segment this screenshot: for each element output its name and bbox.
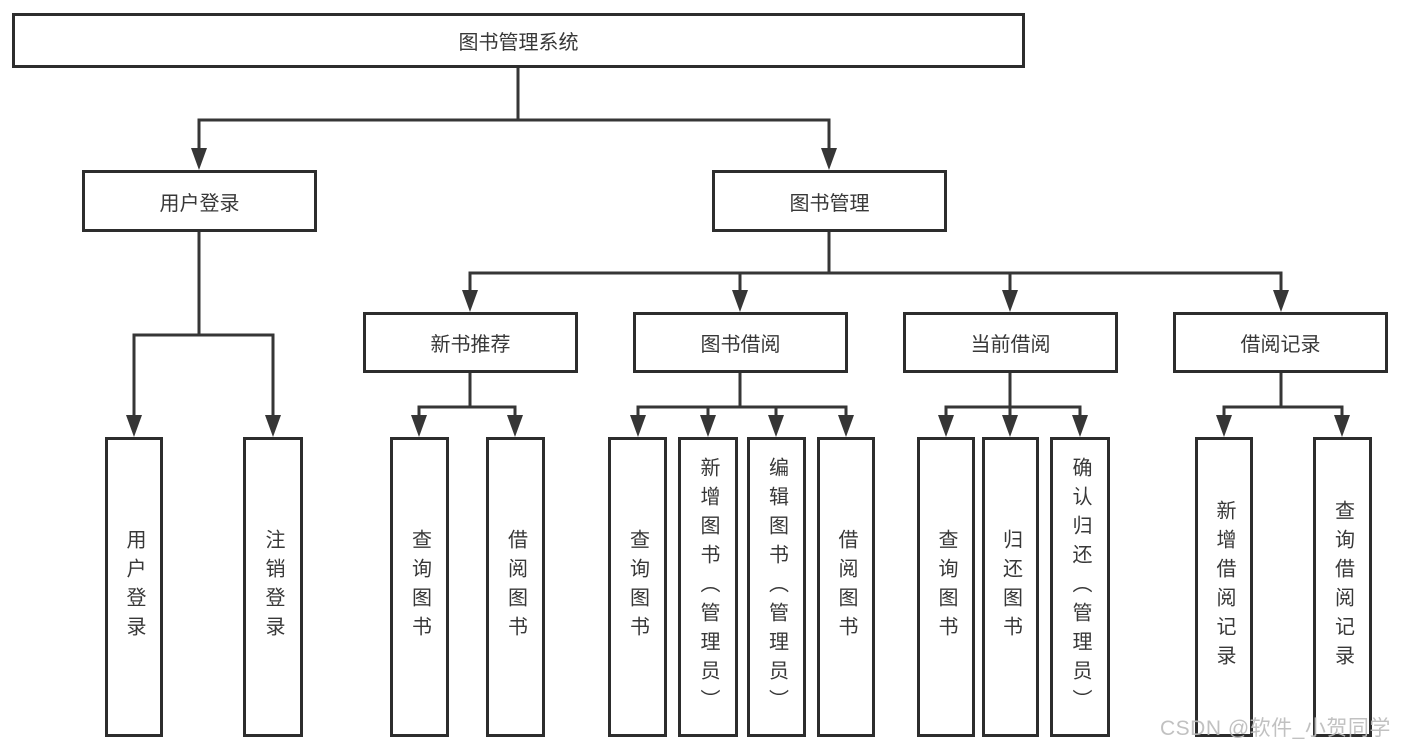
node-label: 归还图书 (999, 529, 1022, 645)
node-label: 确认归还（管理员） (1069, 456, 1091, 718)
node-user-login-branch: 用户登录 (82, 170, 317, 232)
connector-user-login-branch (132, 232, 275, 417)
node-new-book-recommendation: 新书推荐 (363, 312, 578, 373)
leaf-return-books: 归还图书 (982, 437, 1039, 737)
arrowheads-new-book-rec (411, 415, 523, 437)
leaf-query-borrowing-record: 查询借阅记录 (1313, 437, 1372, 737)
connector-root-to-level2 (197, 68, 831, 152)
connector-current-borrow (944, 373, 1082, 419)
node-book-management-branch: 图书管理 (712, 170, 947, 232)
node-library-management-system: 图书管理系统 (12, 13, 1025, 68)
connector-book-mgmt-to-groups (468, 232, 1283, 292)
node-label: 注销登录 (262, 529, 284, 645)
node-label: 当前借阅 (970, 334, 1051, 356)
node-label: 借阅记录 (1240, 334, 1321, 356)
arrowheads-user-login-branch (126, 415, 281, 437)
leaf-query-books-recommendation: 查询图书 (390, 437, 449, 737)
node-label: 图书管理系统 (458, 32, 579, 54)
leaf-query-books-borrowing: 查询图书 (608, 437, 667, 737)
node-label: 查询借阅记录 (1331, 500, 1354, 674)
node-book-borrowing: 图书借阅 (633, 312, 848, 373)
node-borrowing-records: 借阅记录 (1173, 312, 1388, 373)
leaf-borrow-books: 借阅图书 (817, 437, 875, 737)
node-label: 用户登录 (123, 529, 145, 645)
connector-book-borrow (636, 373, 848, 419)
connector-new-book-rec (417, 373, 517, 419)
arrowheads-current-borrow (938, 415, 1088, 437)
node-label: 查询图书 (626, 529, 649, 645)
node-label: 用户登录 (159, 192, 240, 215)
node-label: 编辑图书（管理员） (765, 456, 788, 718)
node-label: 查询图书 (408, 529, 431, 645)
arrowheads-book-mgmt-to-groups (462, 290, 1289, 312)
leaf-query-books-current: 查询图书 (917, 437, 975, 737)
arrowheads-borrow-records (1216, 415, 1350, 437)
leaf-borrow-books-recommendation: 借阅图书 (486, 437, 545, 737)
node-label: 新书推荐 (430, 334, 511, 356)
leaf-logout: 注销登录 (243, 437, 303, 737)
node-label: 图书借阅 (700, 334, 781, 356)
leaf-add-books-admin: 新增图书（管理员） (678, 437, 738, 737)
node-label: 借阅图书 (504, 529, 527, 645)
leaf-add-borrowing-record: 新增借阅记录 (1195, 437, 1253, 737)
leaf-user-login: 用户登录 (105, 437, 163, 737)
arrowheads-book-borrow (630, 415, 854, 437)
node-current-borrowing: 当前借阅 (903, 312, 1118, 373)
node-label: 查询图书 (935, 529, 957, 645)
node-label: 新增图书（管理员） (697, 456, 719, 718)
csdn-watermark: CSDN @软件_小贺同学 (1160, 717, 1391, 740)
leaf-confirm-return-admin: 确认归还（管理员） (1050, 437, 1110, 737)
node-label: 借阅图书 (835, 529, 857, 645)
leaf-edit-books-admin: 编辑图书（管理员） (747, 437, 806, 737)
arrowheads-root-to-level2 (191, 148, 837, 170)
node-label: 新增借阅记录 (1213, 500, 1235, 674)
node-label: 图书管理 (789, 192, 870, 215)
connector-borrow-records (1222, 373, 1344, 419)
